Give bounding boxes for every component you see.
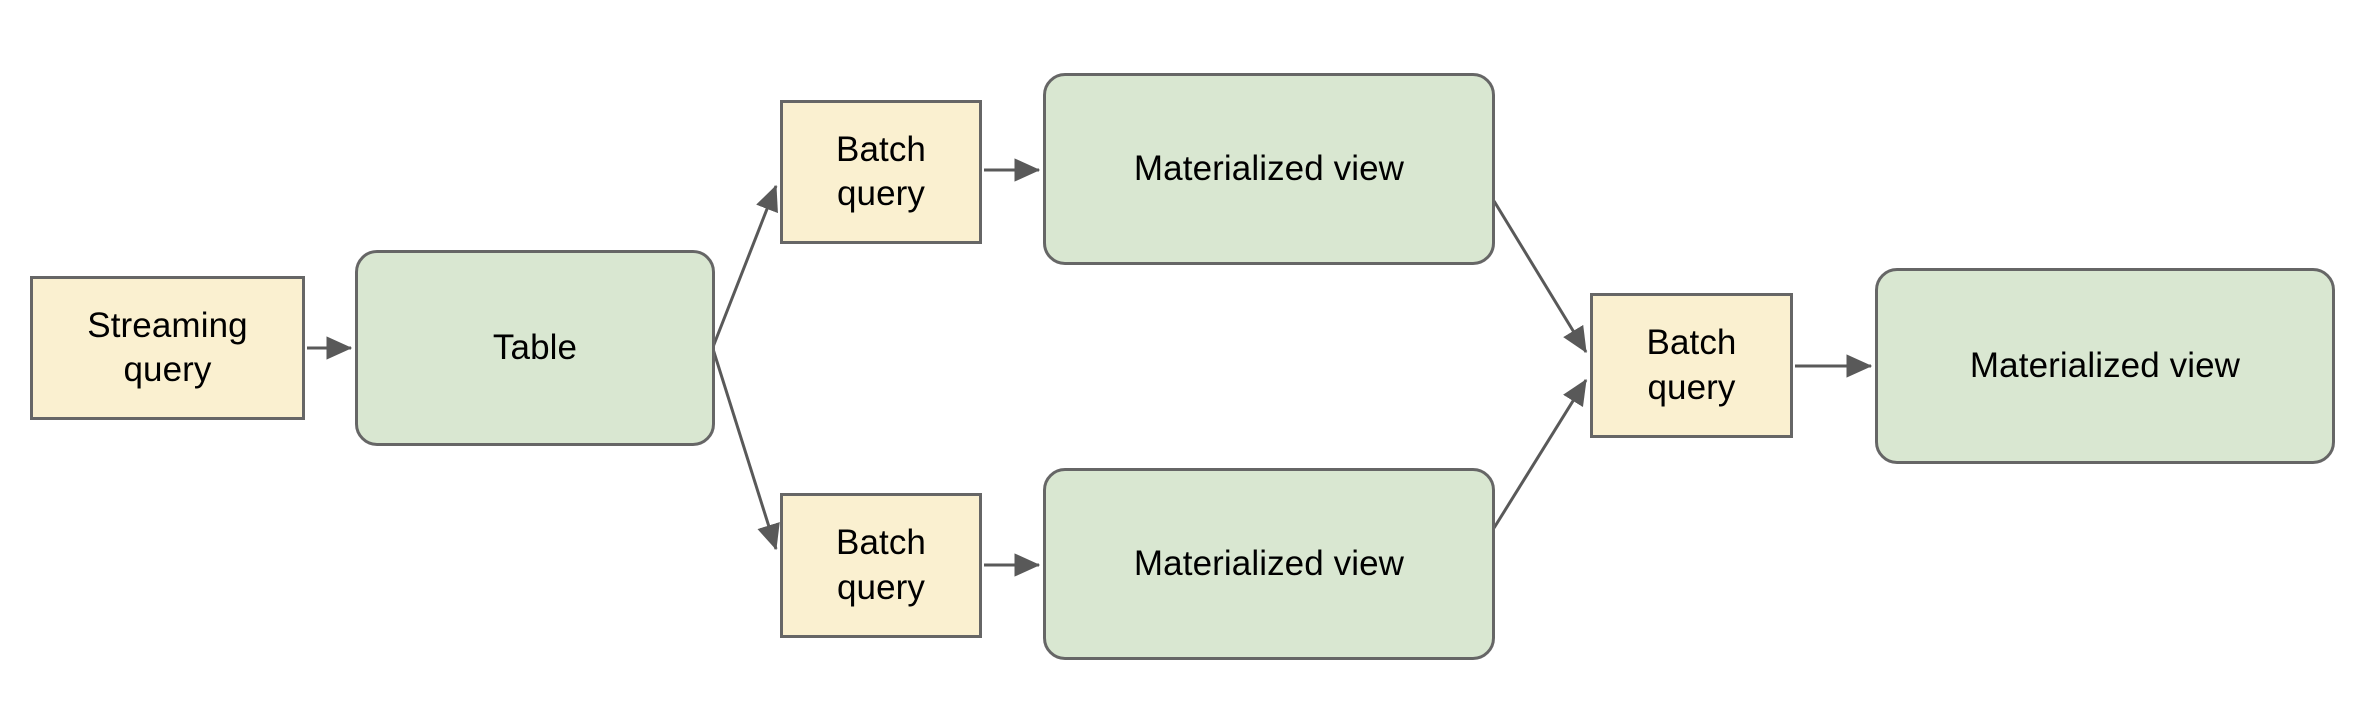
node-batch-query-right[interactable]: Batch query <box>1590 293 1793 438</box>
node-label-batch-query-top: Batch query <box>836 129 926 213</box>
node-table[interactable]: Table <box>355 250 715 446</box>
node-streaming-query[interactable]: Streaming query <box>30 276 305 420</box>
node-label-materialized-view-right: Materialized view <box>1969 345 2241 385</box>
node-label-batch-query-right: Batch query <box>1646 323 1737 407</box>
node-label-batch-query-bottom: Batch query <box>836 523 926 607</box>
edge-table-to-batch-query-top <box>711 184 778 348</box>
node-label-materialized-view-top: Materialized view <box>1133 148 1405 188</box>
node-batch-query-top[interactable]: Batch query <box>780 100 982 244</box>
node-label-table: Table <box>492 327 578 367</box>
node-label-materialized-view-bottom: Materialized view <box>1133 543 1405 583</box>
node-batch-query-bottom[interactable]: Batch query <box>780 493 982 638</box>
edge-materialized-view-top-to-batch-query-right <box>1492 200 1588 354</box>
node-materialized-view-right[interactable]: Materialized view <box>1875 268 2335 464</box>
node-materialized-view-bottom[interactable]: Materialized view <box>1043 468 1495 660</box>
edge-table-to-batch-query-bottom <box>711 348 780 551</box>
node-label-streaming-query: Streaming query <box>87 305 248 389</box>
edge-materialized-view-bottom-to-batch-query-right <box>1492 378 1588 529</box>
node-materialized-view-top[interactable]: Materialized view <box>1043 73 1495 265</box>
